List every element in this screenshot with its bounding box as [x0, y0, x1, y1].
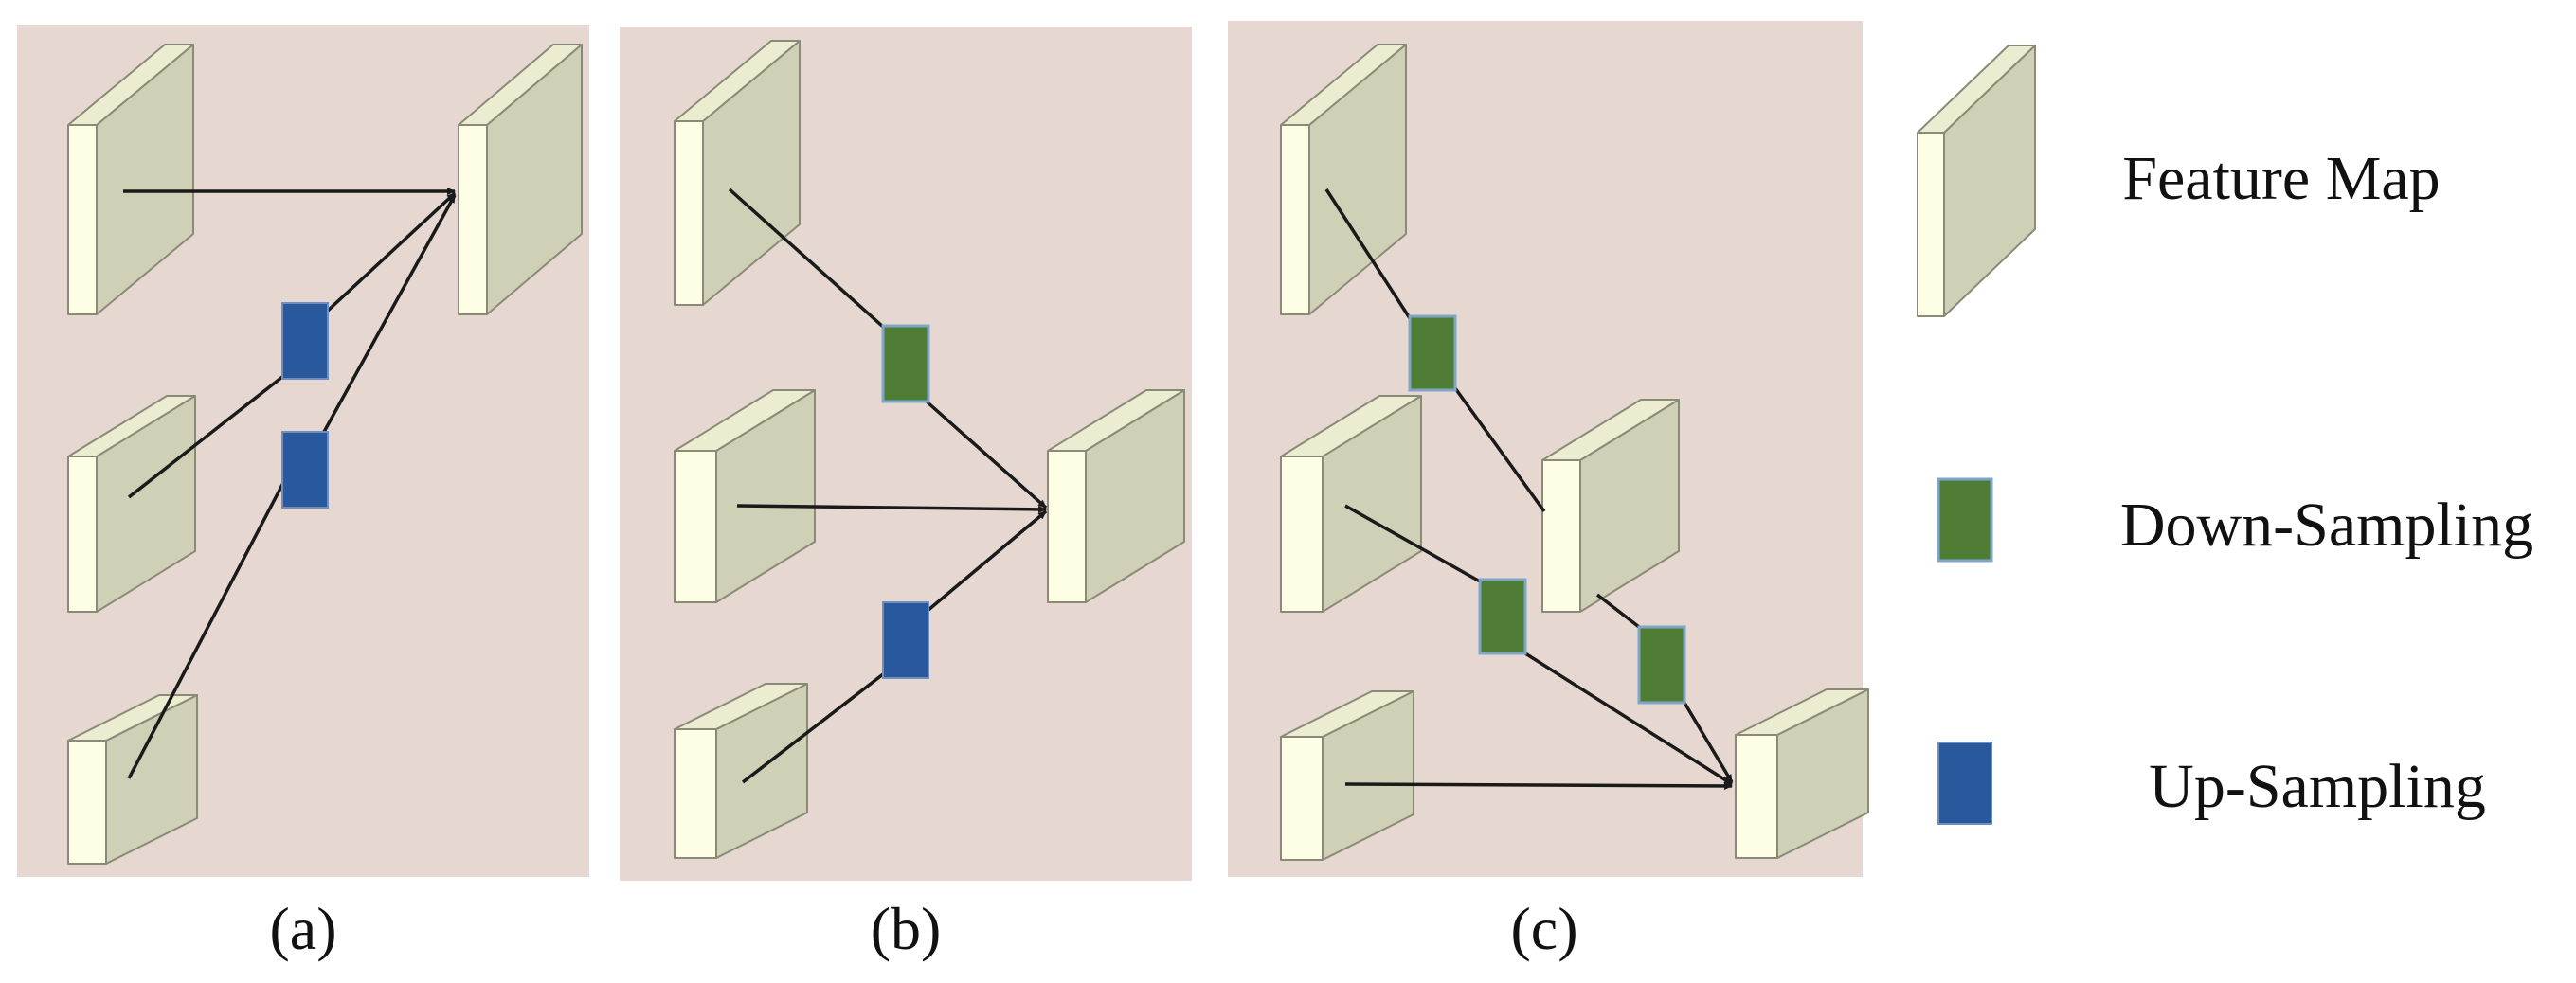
panel-b-connector-bottom-to-output	[927, 509, 1048, 612]
panel-c-connector-intermediate	[1595, 593, 1641, 629]
feature-map-front-face	[1541, 459, 1581, 613]
panel-c-connector-middle-to-output	[1524, 652, 1733, 786]
feature-map-front-face	[1280, 124, 1310, 315]
panel-c-connector-top-to-intermediate	[1453, 386, 1546, 513]
panel-b-feature-map-bottom-left	[674, 683, 808, 859]
panel-a-connector-middle-to-output	[326, 191, 457, 313]
panel-c-feature-map-middle-left	[1280, 395, 1422, 613]
feature-map-front-face	[674, 120, 704, 306]
panel-b-feature-map-top-left	[674, 40, 801, 306]
panel-b-connector-top-to-output	[925, 400, 1048, 509]
panel-b-feature-map-output	[1047, 389, 1185, 603]
panel-a-connector-bottom	[127, 480, 286, 779]
panel-b-connector-top	[728, 188, 885, 329]
panel-b-feature-map-middle-left	[674, 389, 816, 603]
panel-a-up-sampling-block-1	[281, 302, 329, 380]
panel-c-connector-intermediate-to-output	[1683, 702, 1734, 783]
feature-map-front-face	[1047, 450, 1087, 603]
feature-map-front-face	[674, 450, 717, 603]
panel-c-down-sampling-block-1	[1408, 314, 1457, 392]
panel-b-connector-middle	[736, 504, 1047, 513]
legend-up-sampling-icon	[1937, 742, 1992, 825]
panel-c-down-sampling-block-3	[1637, 625, 1686, 705]
panel-a-connector-middle	[127, 375, 284, 499]
feature-map-front-face	[67, 124, 98, 315]
legend: Feature Map Down-Sampling Up-Sampling	[1917, 45, 2533, 825]
panel-c-connector-middle	[1344, 504, 1481, 583]
panel-c-feature-map-top-left	[1280, 44, 1407, 315]
panel-b-label: (b)	[871, 895, 942, 962]
panel-c-feature-map-intermediate	[1541, 399, 1680, 613]
panel-a-feature-map-top-left	[67, 44, 194, 315]
panel-a: (a)	[17, 25, 589, 962]
feature-map-front-face	[67, 456, 98, 613]
legend-feature-map-icon	[1917, 45, 2036, 317]
legend-feature-map-label: Feature Map	[2122, 144, 2440, 213]
panel-c-connector-top	[1324, 188, 1412, 319]
panel-c-feature-map-output	[1735, 688, 1869, 859]
panel-a-label: (a)	[269, 895, 336, 962]
panel-c-down-sampling-block-2	[1478, 578, 1527, 655]
panel-c-label: (c)	[1510, 895, 1577, 962]
panel-c-connector-bottom	[1344, 781, 1733, 790]
panel-b-down-sampling-block	[881, 324, 930, 403]
panel-a-connector-bottom-to-output	[322, 194, 457, 433]
feature-map-front-face	[1280, 456, 1324, 613]
feature-map-front-face	[1280, 736, 1324, 861]
feature-map-front-face	[674, 728, 717, 859]
panel-a-feature-map-middle-left	[67, 395, 196, 613]
legend-down-sampling-label: Down-Sampling	[2120, 491, 2533, 560]
feature-map-front-face	[1735, 734, 1778, 859]
panel-c: (c)	[1228, 21, 1869, 962]
feature-map-front-face	[67, 740, 107, 865]
panel-a-up-sampling-block-2	[281, 431, 329, 509]
legend-down-sampling-icon	[1937, 477, 1993, 563]
legend-up-sampling-label: Up-Sampling	[2149, 752, 2486, 821]
feature-map-front-face	[458, 124, 488, 315]
feature-map-front-face	[1917, 132, 1945, 317]
panel-a-feature-map-output	[458, 44, 583, 315]
panel-c-feature-map-bottom-left	[1280, 690, 1414, 861]
panel-b: (b)	[620, 27, 1192, 962]
panel-b-up-sampling-block	[882, 601, 929, 679]
panel-b-connector-bottom	[741, 672, 885, 784]
